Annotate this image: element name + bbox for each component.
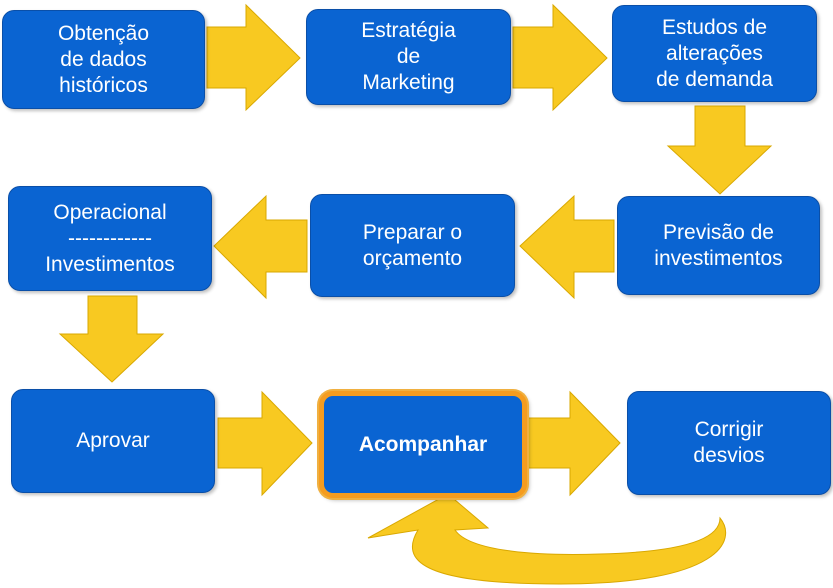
step-estrategia: Estratégia de Marketing bbox=[306, 9, 511, 105]
step-operacional-line-1: Operacional bbox=[53, 200, 167, 224]
step-operacional: Operacional ------------ Investimentos bbox=[8, 186, 212, 291]
step-estrategia-line-3: Marketing bbox=[362, 71, 455, 94]
step-obtencao: Obtenção de dados históricos bbox=[2, 10, 205, 109]
feedback-curved-arrow bbox=[367, 493, 727, 585]
step-corrigir-line-1: Corrigir bbox=[694, 418, 764, 441]
arrow-operacional-to-aprovar bbox=[58, 295, 165, 383]
step-aprovar-line-1: Aprovar bbox=[76, 429, 150, 452]
step-previsao-line-2: investimentos bbox=[654, 246, 783, 270]
step-estudos-line-2: alterações bbox=[666, 41, 763, 65]
step-aprovar: Aprovar bbox=[11, 389, 215, 493]
arrow-estudos-to-previsao bbox=[666, 105, 773, 195]
step-obtencao-line-1: Obtenção bbox=[57, 21, 150, 45]
arrow-aprovar-to-acompanhar bbox=[217, 390, 313, 497]
step-acompanhar-line-1: Acompanhar bbox=[358, 432, 488, 456]
step-obtencao-line-3: históricos bbox=[59, 73, 148, 97]
step-corrigir-line-2: desvios bbox=[693, 444, 765, 467]
arrow-obtencao-to-estrategia bbox=[206, 3, 301, 112]
step-preparar-line-1: Preparar o bbox=[362, 220, 463, 244]
step-estudos: Estudos de alterações de demanda bbox=[612, 5, 817, 102]
step-acompanhar: Acompanhar bbox=[319, 391, 527, 498]
step-estrategia-line-2: de bbox=[396, 45, 421, 68]
step-estudos-line-1: Estudos de bbox=[661, 15, 768, 39]
step-estudos-line-3: de demanda bbox=[656, 67, 773, 91]
step-corrigir: Corrigir desvios bbox=[627, 391, 831, 495]
step-previsao-line-1: Previsão de bbox=[663, 220, 774, 244]
arrow-previsao-to-preparar bbox=[519, 194, 615, 300]
step-operacional-line-2: ------------ bbox=[68, 226, 152, 250]
step-obtencao-line-2: de dados bbox=[60, 47, 147, 71]
step-preparar: Preparar o orçamento bbox=[310, 194, 515, 297]
arrow-estrategia-to-estudos bbox=[512, 3, 608, 112]
step-estrategia-line-1: Estratégia bbox=[361, 19, 456, 42]
arrow-preparar-to-operacional bbox=[213, 194, 308, 300]
step-operacional-line-3: Investimentos bbox=[45, 252, 175, 276]
step-previsao: Previsão de investimentos bbox=[617, 196, 820, 295]
step-preparar-line-2: orçamento bbox=[362, 246, 463, 270]
arrow-acompanhar-to-corrigir bbox=[523, 390, 621, 497]
